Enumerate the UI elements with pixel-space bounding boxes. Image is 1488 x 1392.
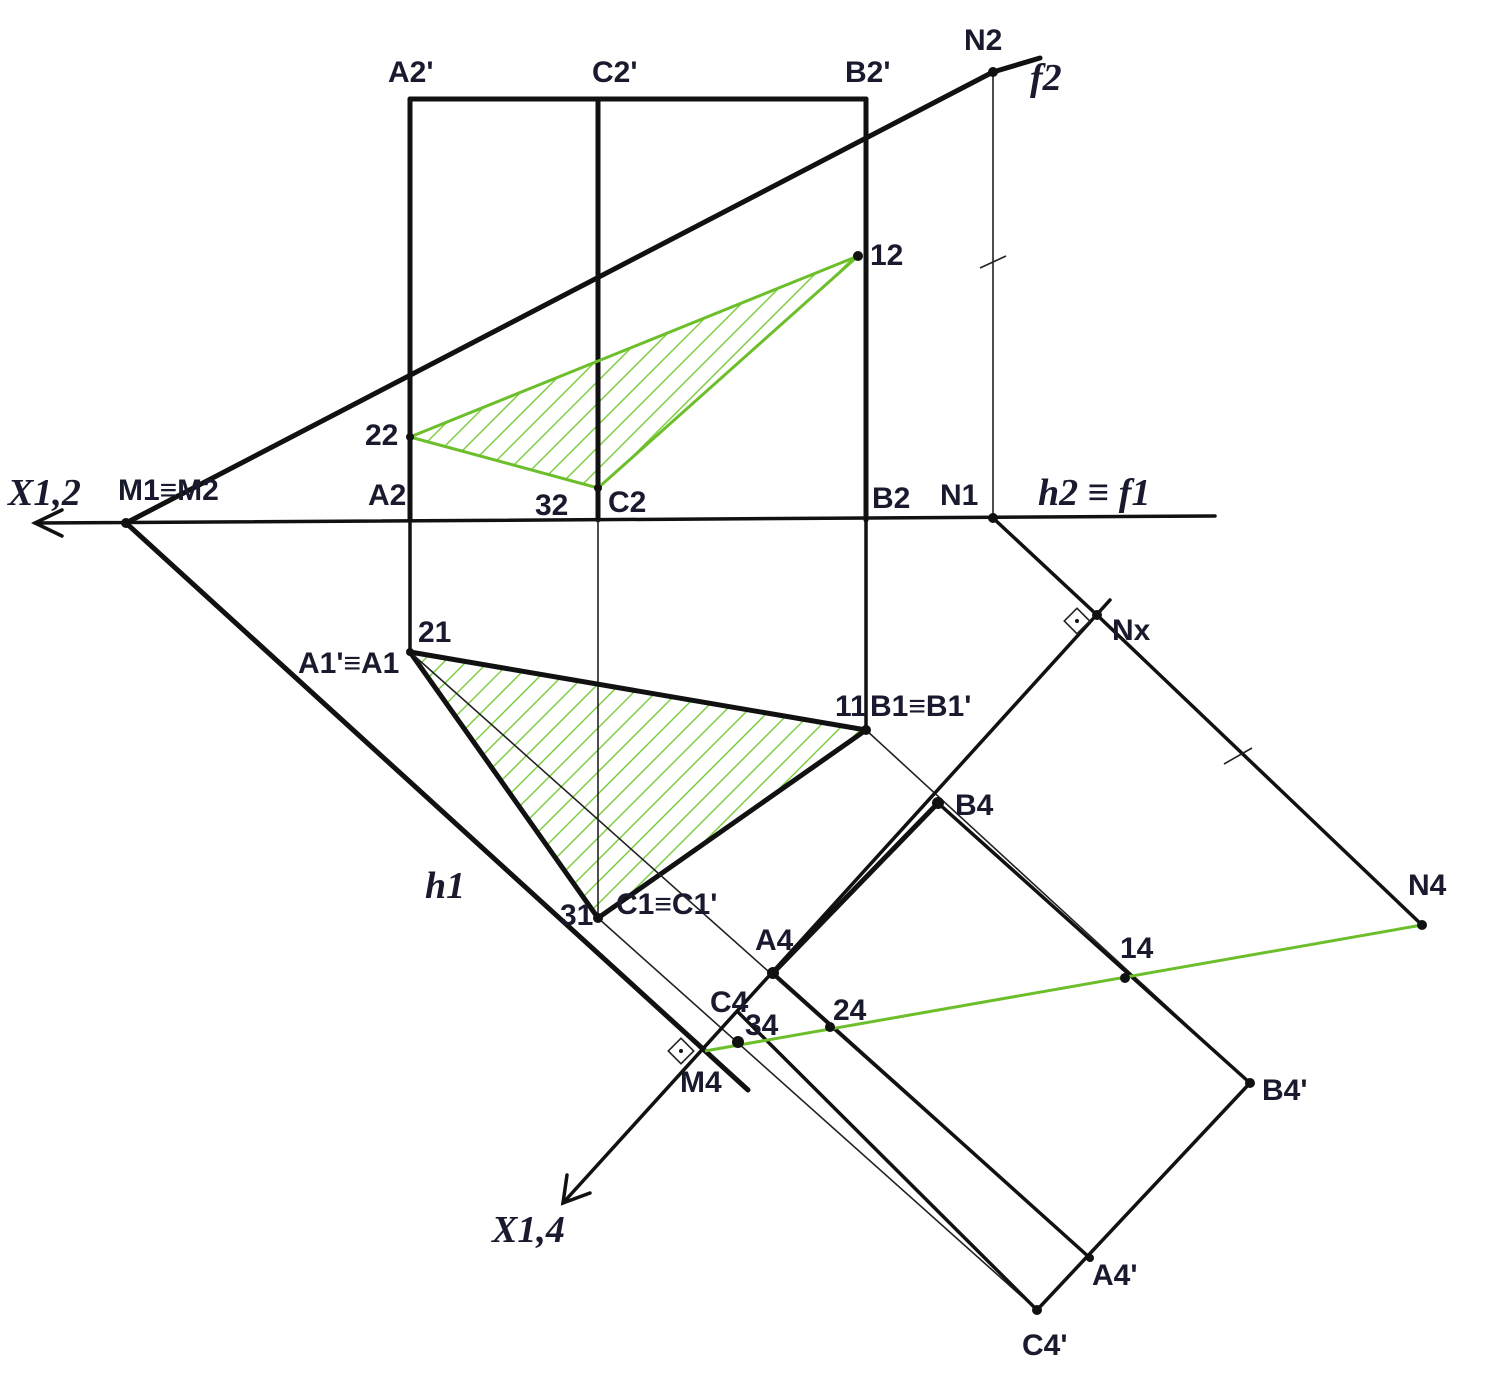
label-c1c1p: C1≡C1' bbox=[616, 888, 717, 921]
hatch-line bbox=[478, 376, 559, 457]
edge-a1-b1 bbox=[407, 649, 869, 733]
hatch-line bbox=[625, 272, 817, 464]
label-14: 14 bbox=[1120, 932, 1154, 965]
hatch-line bbox=[491, 680, 580, 769]
tick-n2n1 bbox=[979, 255, 1007, 269]
hatch-line bbox=[564, 706, 730, 872]
hatch-line bbox=[500, 683, 599, 782]
label-24: 24 bbox=[833, 994, 867, 1027]
hatch-line bbox=[555, 702, 712, 859]
label-11: 11 bbox=[835, 690, 867, 723]
label-b4: B4 bbox=[955, 789, 994, 822]
label-b2: B2 bbox=[872, 482, 910, 515]
right-angle-m4-dot bbox=[679, 1049, 683, 1053]
edge-b1-c1 bbox=[595, 727, 869, 921]
hatch-horizontal bbox=[418, 654, 862, 911]
hatch-line bbox=[461, 391, 522, 452]
hatch-line bbox=[427, 657, 449, 679]
label-c4p: C4' bbox=[1022, 1329, 1067, 1362]
label-c4: C4 bbox=[710, 986, 749, 1019]
label-h2f1: h2 ≡ f1 bbox=[1038, 472, 1150, 514]
hatch-line bbox=[509, 686, 618, 795]
hatch-line bbox=[496, 361, 596, 461]
axis-x12 bbox=[33, 514, 1217, 525]
hatch-line bbox=[455, 667, 505, 717]
hatch-line bbox=[518, 690, 636, 808]
edge-a4-b4 bbox=[770, 800, 941, 976]
hatch-line bbox=[527, 693, 655, 821]
label-32: 32 bbox=[535, 489, 568, 522]
label-a2: A2 bbox=[368, 479, 406, 512]
label-c2p: C2' bbox=[592, 56, 637, 89]
section-1-2-frontal bbox=[409, 254, 859, 439]
hatch-line bbox=[582, 287, 780, 485]
hatch-line bbox=[582, 712, 768, 898]
hatch-line bbox=[436, 661, 467, 692]
label-a4p: A4' bbox=[1092, 1259, 1137, 1292]
label-31: 31 bbox=[560, 899, 593, 932]
hatch-line bbox=[426, 421, 448, 443]
points bbox=[121, 67, 1427, 1315]
hatch-frontal bbox=[426, 257, 854, 485]
edge-c4-c4p bbox=[736, 1010, 1039, 1312]
label-n2: N2 bbox=[964, 24, 1002, 57]
label-n4: N4 bbox=[1408, 869, 1447, 902]
label-f2: f2 bbox=[1030, 57, 1062, 99]
hatch-line bbox=[624, 718, 806, 900]
line-f2-ext bbox=[990, 55, 1043, 75]
label-a2p: A2' bbox=[388, 56, 433, 89]
label-x14: X1,4 bbox=[491, 1209, 565, 1251]
link-c1-c4p bbox=[597, 917, 1038, 1311]
axis-x14-arrow bbox=[560, 1173, 592, 1206]
right-angle-nx bbox=[1063, 607, 1091, 635]
hatch-line bbox=[464, 670, 524, 730]
line-nx-n4 bbox=[1095, 613, 1424, 927]
hatch-line bbox=[473, 673, 543, 743]
label-b4p: B4' bbox=[1262, 1074, 1307, 1107]
hatch-line bbox=[771, 725, 843, 797]
hatch-line bbox=[573, 709, 749, 885]
label-n1: N1 bbox=[940, 479, 978, 512]
label-a4: A4 bbox=[755, 924, 794, 957]
label-m4: M4 bbox=[680, 1066, 722, 1099]
hatch-line bbox=[698, 722, 824, 848]
hatch-line bbox=[444, 406, 485, 447]
hatch-line bbox=[482, 677, 561, 756]
label-m1m2: M1≡M2 bbox=[118, 474, 219, 507]
label-a1a1p: A1'≡A1 bbox=[298, 647, 399, 680]
line-n1-nx bbox=[991, 516, 1099, 617]
line-m4-n4 bbox=[704, 923, 1423, 1053]
axis-x12-arrow bbox=[30, 508, 64, 538]
hatch-line bbox=[546, 699, 693, 846]
label-h1: h1 bbox=[425, 865, 465, 907]
label-c2: C2 bbox=[608, 486, 646, 519]
label-12: 12 bbox=[870, 239, 903, 272]
right-angle-nx-dot bbox=[1075, 619, 1079, 623]
hatch-line bbox=[445, 664, 486, 705]
label-22: 22 bbox=[365, 419, 398, 452]
line-m2-n2 bbox=[123, 69, 996, 526]
label-b2p: B2' bbox=[845, 56, 890, 89]
right-angle-m4 bbox=[667, 1037, 695, 1065]
edge-a1-c1 bbox=[407, 649, 601, 921]
label-nx: Nx bbox=[1112, 614, 1151, 647]
label-x12: X1,2 bbox=[7, 472, 81, 514]
label-b1b1p: B1≡B1' bbox=[870, 690, 971, 723]
axis-x14 bbox=[561, 598, 1112, 1205]
edge-b4-b4p bbox=[936, 801, 1252, 1085]
hatch-line bbox=[591, 715, 787, 911]
section-2-3-frontal bbox=[409, 435, 599, 490]
hatch-line bbox=[513, 347, 632, 466]
edge-b4p-c4p bbox=[1035, 1081, 1252, 1312]
edge-a4-a4p bbox=[771, 971, 1092, 1260]
label-21: 21 bbox=[418, 616, 451, 649]
tick-nx-n4 bbox=[1223, 747, 1253, 765]
hatch-line bbox=[565, 302, 743, 480]
hatch-line bbox=[537, 696, 674, 833]
section-3-1-frontal bbox=[597, 254, 859, 490]
line-h1 bbox=[123, 520, 751, 1093]
label-34: 34 bbox=[745, 1009, 779, 1042]
hatch-line bbox=[547, 317, 706, 476]
